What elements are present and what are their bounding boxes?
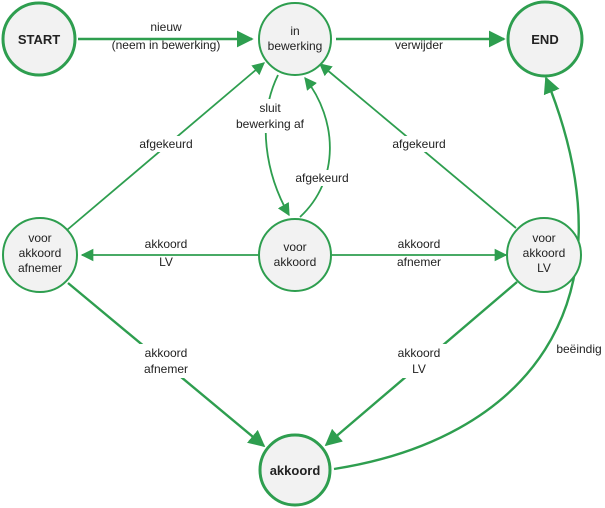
- edge-akkoord-to-end: [333, 76, 580, 471]
- svg-text:verwijder: verwijder: [395, 38, 443, 52]
- svg-text:akkoord: akkoord: [523, 246, 566, 260]
- svg-text:afgekeurd: afgekeurd: [392, 137, 445, 151]
- node-voor-akkoord-afnemer: voor akkoord afnemer: [2, 217, 78, 293]
- svg-text:akkoord: akkoord: [19, 246, 62, 260]
- svg-text:akkoord: akkoord: [274, 255, 317, 269]
- label-in-bewerking-to-end: verwijder: [395, 38, 443, 52]
- svg-text:LV: LV: [537, 261, 551, 275]
- svg-text:akkoord: akkoord: [270, 463, 321, 478]
- svg-text:afnemer: afnemer: [18, 261, 62, 275]
- svg-text:voor: voor: [532, 231, 555, 245]
- svg-text:afgekeurd: afgekeurd: [295, 171, 348, 185]
- node-voor-akkoord: voor akkoord: [258, 218, 332, 292]
- label-lv-to-in-bewerking: afgekeurd: [388, 136, 450, 152]
- node-end: END: [506, 0, 584, 78]
- label-afnemer-to-in-bewerking: afgekeurd: [135, 136, 197, 152]
- node-voor-akkoord-lv: voor akkoord LV: [506, 217, 582, 293]
- svg-text:voor: voor: [283, 240, 306, 254]
- svg-text:LV: LV: [412, 362, 426, 376]
- svg-text:LV: LV: [159, 255, 173, 269]
- svg-text:akkoord: akkoord: [145, 237, 188, 251]
- svg-text:sluit: sluit: [259, 101, 281, 115]
- svg-text:bewerking af: bewerking af: [236, 117, 305, 131]
- label-akkoord-to-end: beëindig: [553, 341, 605, 357]
- node-in-bewerking: in bewerking: [258, 2, 332, 76]
- node-akkoord: akkoord: [258, 433, 332, 507]
- svg-text:akkoord: akkoord: [145, 346, 188, 360]
- svg-text:akkoord: akkoord: [398, 237, 441, 251]
- label-voor-akkoord-to-lv: akkoord afnemer: [397, 237, 441, 269]
- svg-text:afgekeurd: afgekeurd: [139, 137, 192, 151]
- svg-text:akkoord: akkoord: [398, 346, 441, 360]
- svg-text:bewerking: bewerking: [268, 39, 323, 53]
- svg-text:START: START: [18, 32, 60, 47]
- node-start: START: [1, 1, 77, 77]
- svg-text:afnemer: afnemer: [144, 362, 188, 376]
- svg-text:(neem in bewerking): (neem in bewerking): [112, 38, 221, 52]
- svg-text:voor: voor: [28, 231, 51, 245]
- svg-text:beëindig: beëindig: [556, 342, 601, 356]
- label-lv-to-akkoord: akkoord LV: [390, 344, 450, 378]
- edge-voor-akkoord-to-in-bewerking: [299, 77, 331, 218]
- edge-in-bewerking-to-voor-akkoord: [264, 74, 290, 217]
- svg-text:END: END: [531, 32, 558, 47]
- svg-text:nieuw: nieuw: [150, 20, 182, 34]
- label-afnemer-to-akkoord: akkoord afnemer: [134, 344, 198, 378]
- label-voor-akkoord-to-afnemer: akkoord LV: [145, 237, 188, 269]
- label-sluit-bewerking-af: sluit bewerking af: [232, 99, 308, 133]
- svg-text:afnemer: afnemer: [397, 255, 441, 269]
- label-start-to-in-bewerking: nieuw (neem in bewerking): [112, 20, 221, 52]
- label-voor-akkoord-to-in-bewerking: afgekeurd: [291, 170, 353, 186]
- svg-text:in: in: [290, 24, 299, 38]
